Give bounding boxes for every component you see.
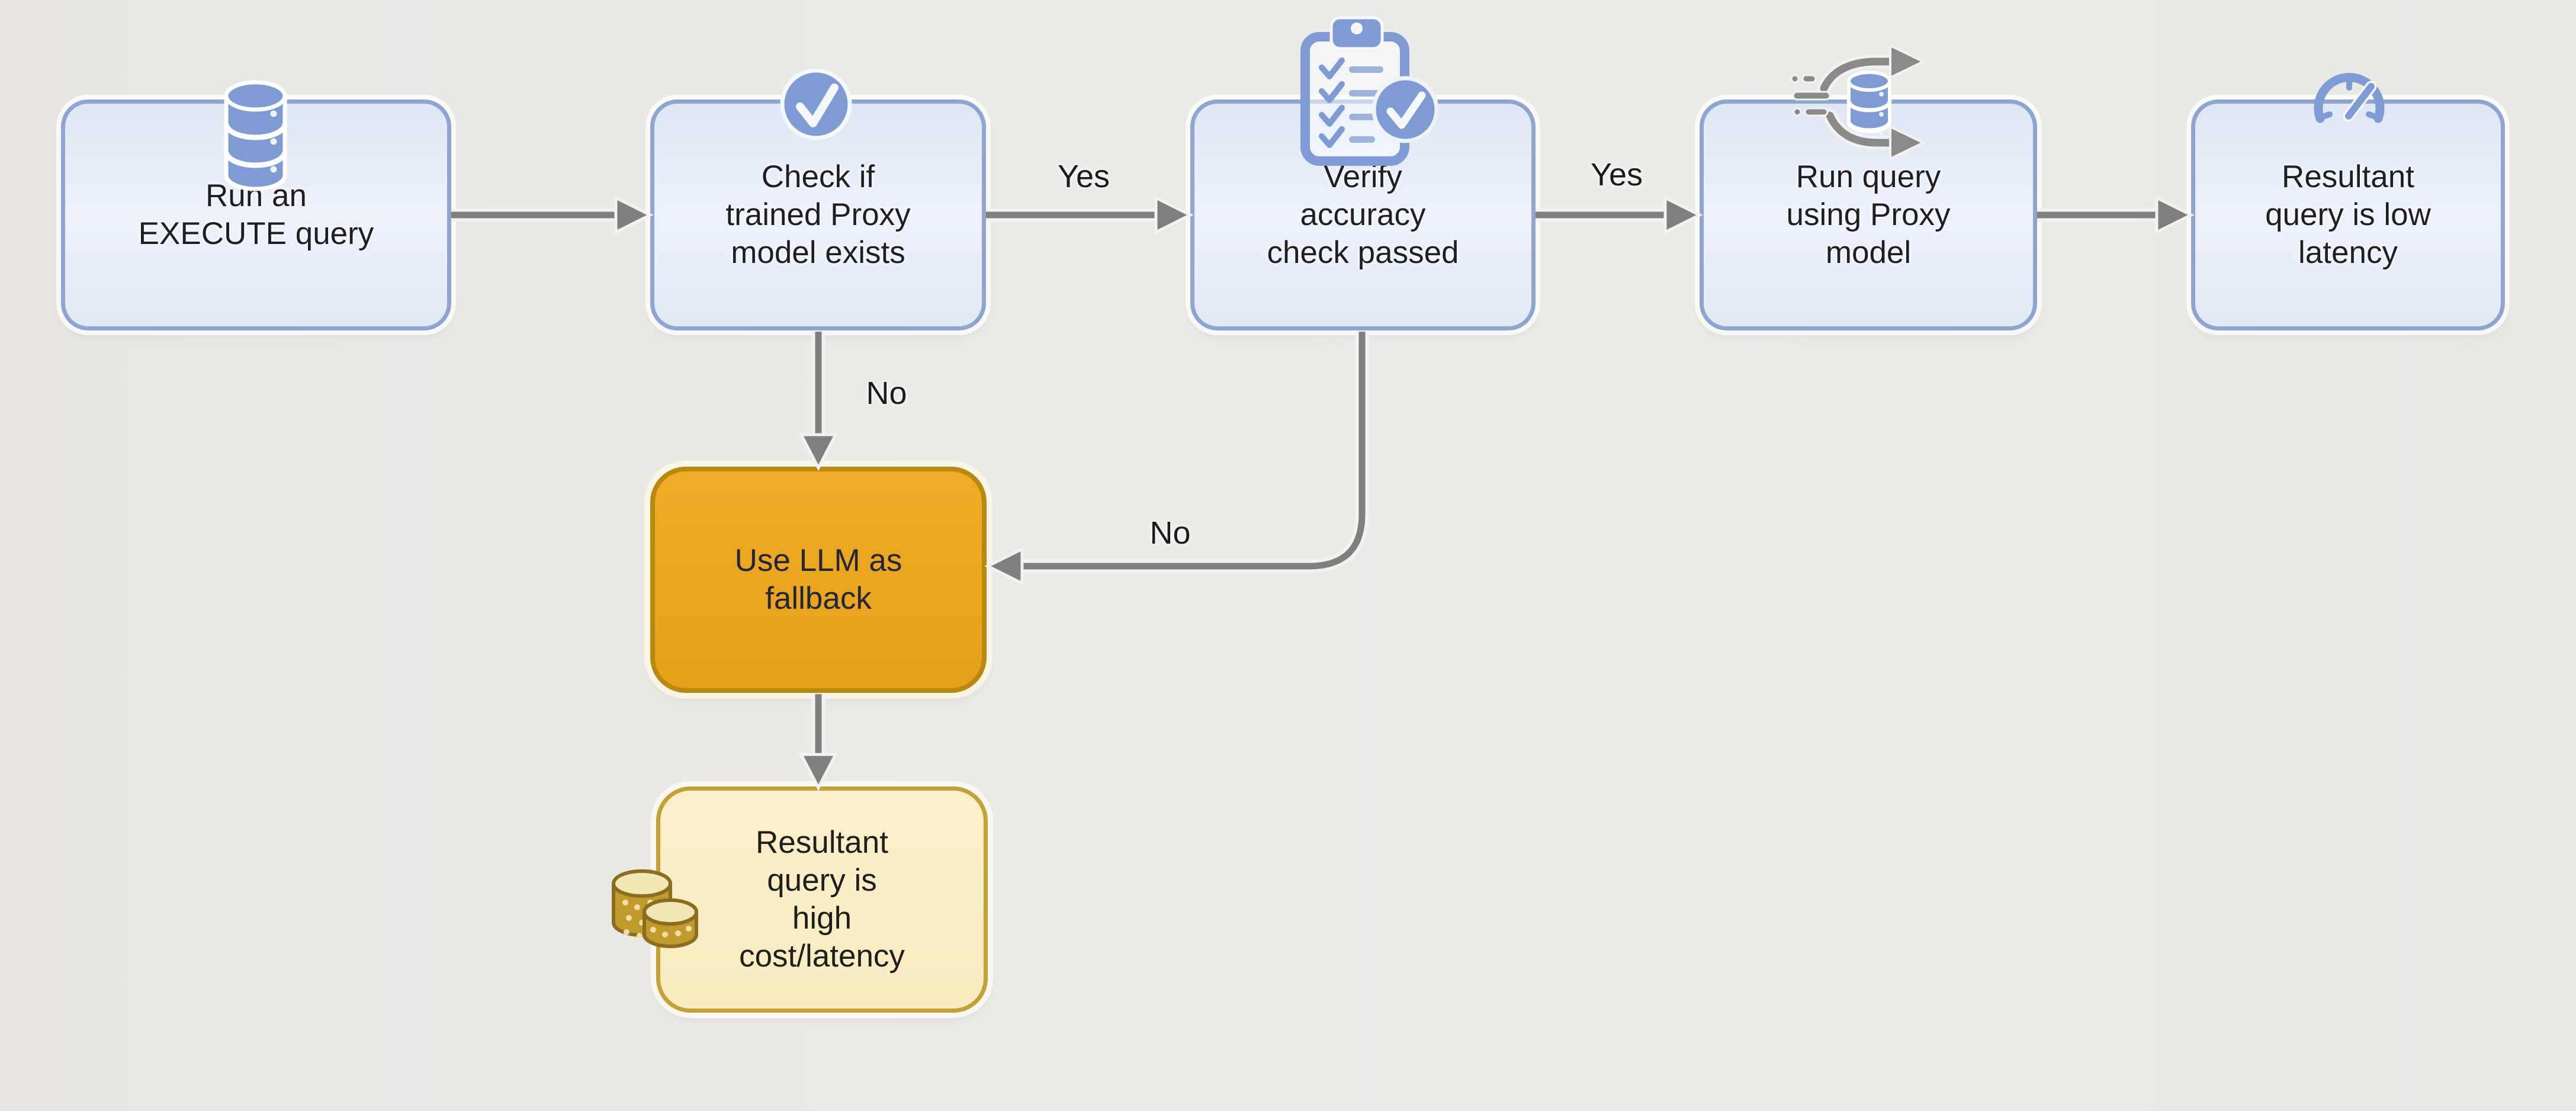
coins-icon <box>612 869 698 948</box>
node-label: Resultant query is low latency <box>2265 159 2431 270</box>
node-label: Use LLM as fallback <box>734 543 902 616</box>
node-label: Run query using Proxy model <box>1786 159 1951 270</box>
edge-label-no-check-to-fallback: No <box>866 375 907 411</box>
speedometer-icon <box>2314 73 2385 123</box>
checklist-clipboard-icon <box>1300 16 1439 166</box>
node-llm-fallback: Use LLM as fallback <box>650 467 987 693</box>
database-flow-icon <box>1790 44 1926 161</box>
node-label: Verify accuracy check passed <box>1267 159 1459 270</box>
edge-label-no-verify-to-fallback: No <box>1149 515 1191 551</box>
node-verify-accuracy-check: Verify accuracy check passed <box>1190 99 1536 330</box>
edge-check-to-verify <box>986 195 1194 235</box>
edge-runproxy-to-latency <box>2037 195 2195 235</box>
node-label: Resultant query is high cost/latency <box>739 825 905 974</box>
edge-label-yes-check-to-verify: Yes <box>1057 159 1110 194</box>
edge-check-to-fallback <box>798 332 839 471</box>
edge-execute-to-check <box>451 195 654 235</box>
node-high-cost-result: Resultant query is high cost/latency <box>656 786 988 1013</box>
node-label: Check if trained Proxy model exists <box>725 159 911 270</box>
database-icon <box>223 80 288 191</box>
edge-label-yes-verify-to-runproxy: Yes <box>1590 157 1643 192</box>
edge-fallback-to-highcost <box>798 694 839 791</box>
edge-verify-to-runproxy <box>1536 195 1703 235</box>
node-low-latency-result: Resultant query is low latency <box>2191 99 2505 330</box>
check-circle-icon <box>780 68 852 140</box>
